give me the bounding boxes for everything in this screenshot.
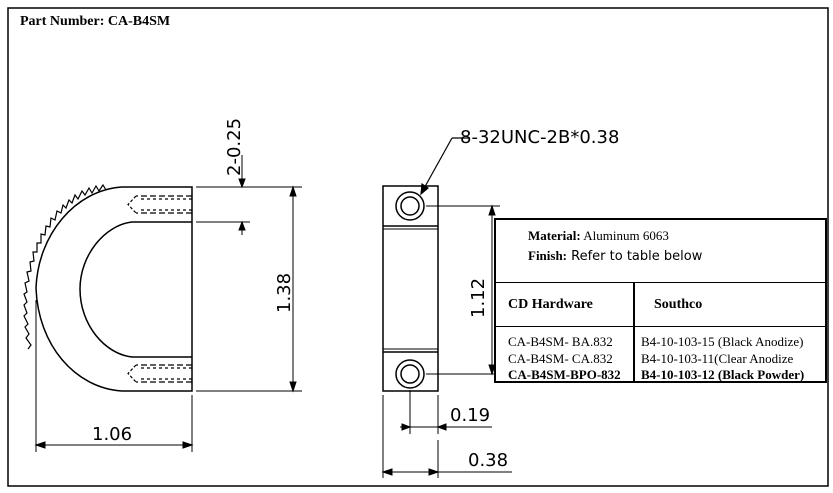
finish-value: Refer to table below bbox=[571, 249, 703, 264]
finish-line: Finish: Refer to table below bbox=[528, 248, 702, 264]
dim-overall-height-label: 1.38 bbox=[274, 273, 295, 313]
col-header-southco: Southco bbox=[654, 297, 703, 312]
cd-part-cell: CA-B4SM- BA.832 bbox=[508, 334, 613, 349]
southco-part-cell: B4-10-103-12 (Black Powder) bbox=[641, 367, 805, 382]
material-label: Material: bbox=[528, 228, 581, 243]
cd-part-cell: CA-B4SM-BPO-832 bbox=[508, 367, 621, 382]
dim-hole-offset-label: 0.19 bbox=[450, 405, 490, 426]
dim-width-label: 1.06 bbox=[92, 424, 132, 445]
table-row: CA-B4SM-BPO-832 B4-10-103-12 (Black Powd… bbox=[496, 367, 825, 383]
col-header-cd-hardware: CD Hardware bbox=[508, 297, 593, 312]
finish-label: Finish: bbox=[528, 248, 568, 263]
handle-side-view bbox=[23, 183, 193, 392]
table-row: CA-B4SM- CA.832 B4-10-103-11(Clear Anodi… bbox=[496, 351, 825, 367]
material-finish-block: Material: Aluminum 6063 Finish: Refer to… bbox=[496, 220, 825, 283]
dim-hole-spacing-label: 1.12 bbox=[468, 278, 489, 318]
handle-front-view bbox=[382, 185, 439, 392]
sheet-border bbox=[7, 7, 829, 487]
dim-thread-spacing-label: 2-0.25 bbox=[224, 118, 245, 176]
threaded-hole-top bbox=[127, 195, 192, 214]
material-value: Aluminum 6063 bbox=[583, 228, 669, 243]
dim-overall-height bbox=[196, 185, 302, 393]
hole-top-outer bbox=[395, 191, 425, 221]
material-line: Material: Aluminum 6063 bbox=[528, 228, 669, 244]
table-header-row: CD Hardware Southco bbox=[496, 282, 825, 327]
hole-bottom-inner bbox=[400, 364, 420, 384]
part-number-title: Part Number: CA-B4SM bbox=[20, 14, 171, 29]
dim-thickness bbox=[381, 395, 512, 478]
cd-part-cell: CA-B4SM- CA.832 bbox=[508, 351, 613, 366]
hole-top-inner bbox=[400, 196, 420, 216]
handle-outer-profile bbox=[35, 186, 193, 392]
hole-bottom-outer bbox=[395, 359, 425, 389]
handle-inner-profile bbox=[79, 221, 192, 358]
spec-table: Material: Aluminum 6063 Finish: Refer to… bbox=[494, 218, 827, 383]
southco-part-cell: B4-10-103-11(Clear Anodize bbox=[641, 351, 794, 366]
threaded-hole-bottom bbox=[127, 364, 192, 383]
table-row: CA-B4SM- BA.832 B4-10-103-15 (Black Anod… bbox=[496, 334, 825, 350]
dim-hole-offset bbox=[400, 390, 492, 434]
thread-callout-label: 8-32UNC-2B*0.38 bbox=[460, 127, 619, 148]
knurl-teeth bbox=[23, 183, 107, 350]
dim-thickness-label: 0.38 bbox=[468, 450, 508, 471]
dim-hole-spacing bbox=[426, 204, 500, 376]
southco-part-cell: B4-10-103-15 (Black Anodize) bbox=[641, 334, 804, 349]
column-divider bbox=[633, 282, 635, 383]
dim-width bbox=[34, 300, 194, 452]
thread-leader bbox=[420, 137, 470, 196]
